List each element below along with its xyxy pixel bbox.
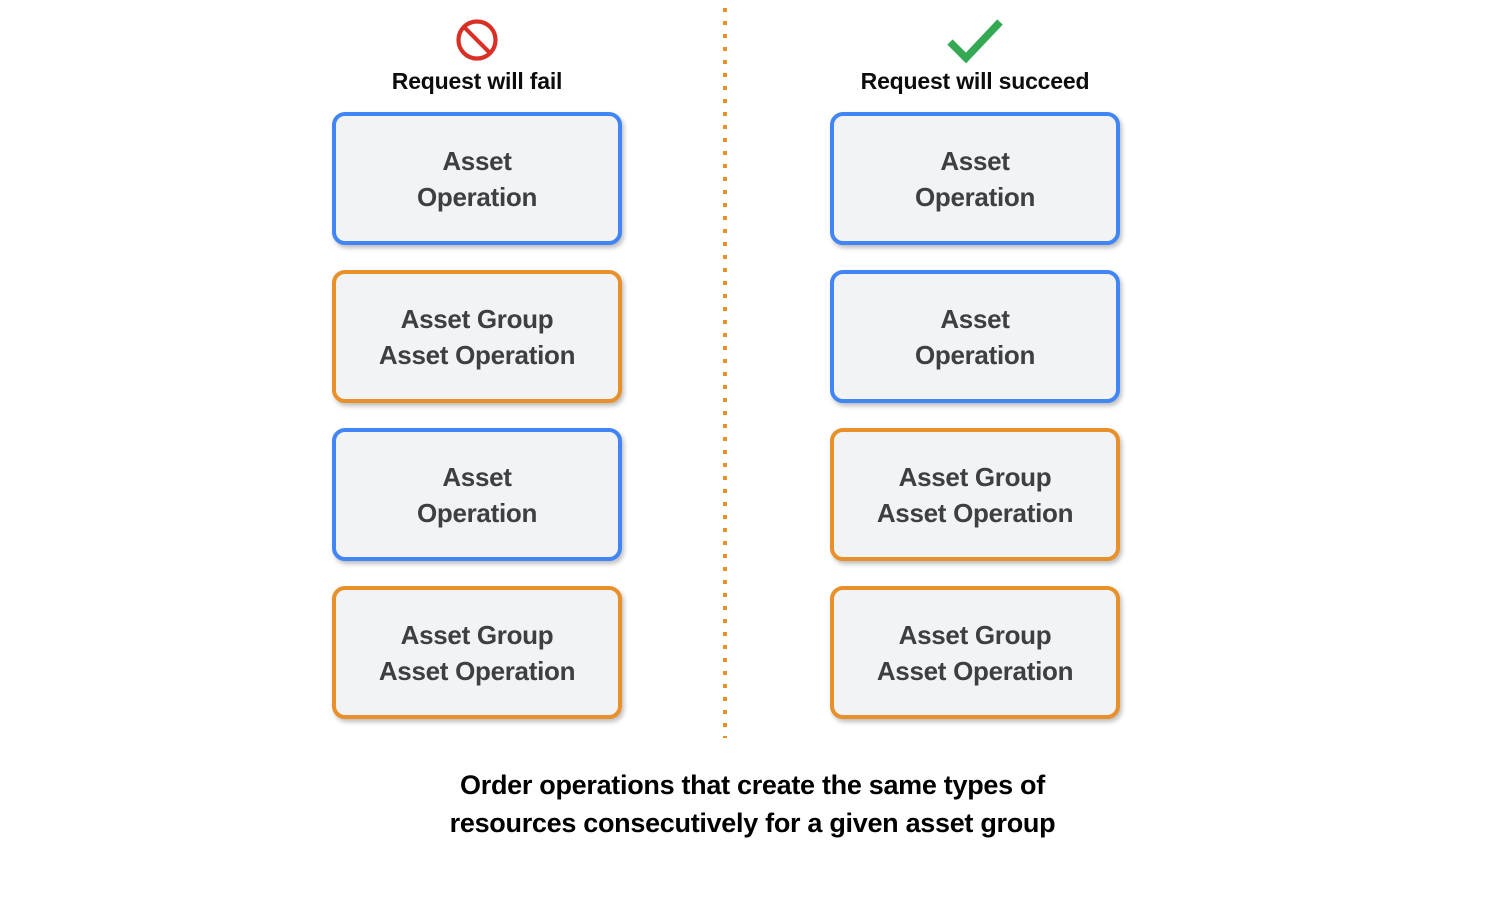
column-header-fail: Request will fail [332, 14, 622, 98]
checkmark-icon [945, 14, 1005, 66]
card-label: Asset Group Asset Operation [378, 619, 576, 686]
card-stack-succeed: Asset Operation Asset Operation Asset Gr… [830, 112, 1120, 719]
card-asset-operation[interactable]: Asset Operation [332, 428, 622, 561]
column-header-label-succeed: Request will succeed [860, 68, 1090, 94]
card-asset-group-asset-operation[interactable]: Asset Group Asset Operation [830, 428, 1120, 561]
column-request-will-fail: Request will fail Asset Operation Asset … [332, 14, 622, 719]
card-asset-group-asset-operation[interactable]: Asset Group Asset Operation [332, 586, 622, 719]
prohibited-icon [454, 14, 500, 66]
column-request-will-succeed: Request will succeed Asset Operation Ass… [830, 14, 1120, 719]
column-header-label-fail: Request will fail [391, 68, 563, 94]
card-asset-group-asset-operation[interactable]: Asset Group Asset Operation [332, 270, 622, 403]
card-label: Asset Group Asset Operation [876, 619, 1074, 686]
card-asset-operation[interactable]: Asset Operation [830, 270, 1120, 403]
card-label: Asset Operation [416, 145, 538, 212]
card-asset-operation[interactable]: Asset Operation [830, 112, 1120, 245]
column-header-succeed: Request will succeed [830, 14, 1120, 98]
comparison-columns: Request will fail Asset Operation Asset … [332, 14, 1120, 719]
card-label: Asset Operation [914, 303, 1036, 370]
card-asset-operation[interactable]: Asset Operation [332, 112, 622, 245]
vertical-dotted-divider [723, 8, 727, 738]
card-label: Asset Group Asset Operation [876, 461, 1074, 528]
card-label: Asset Operation [416, 461, 538, 528]
card-stack-fail: Asset Operation Asset Group Asset Operat… [332, 112, 622, 719]
card-label: Asset Operation [914, 145, 1036, 212]
card-asset-group-asset-operation[interactable]: Asset Group Asset Operation [830, 586, 1120, 719]
card-label: Asset Group Asset Operation [378, 303, 576, 370]
diagram-caption: Order operations that create the same ty… [449, 770, 1056, 838]
